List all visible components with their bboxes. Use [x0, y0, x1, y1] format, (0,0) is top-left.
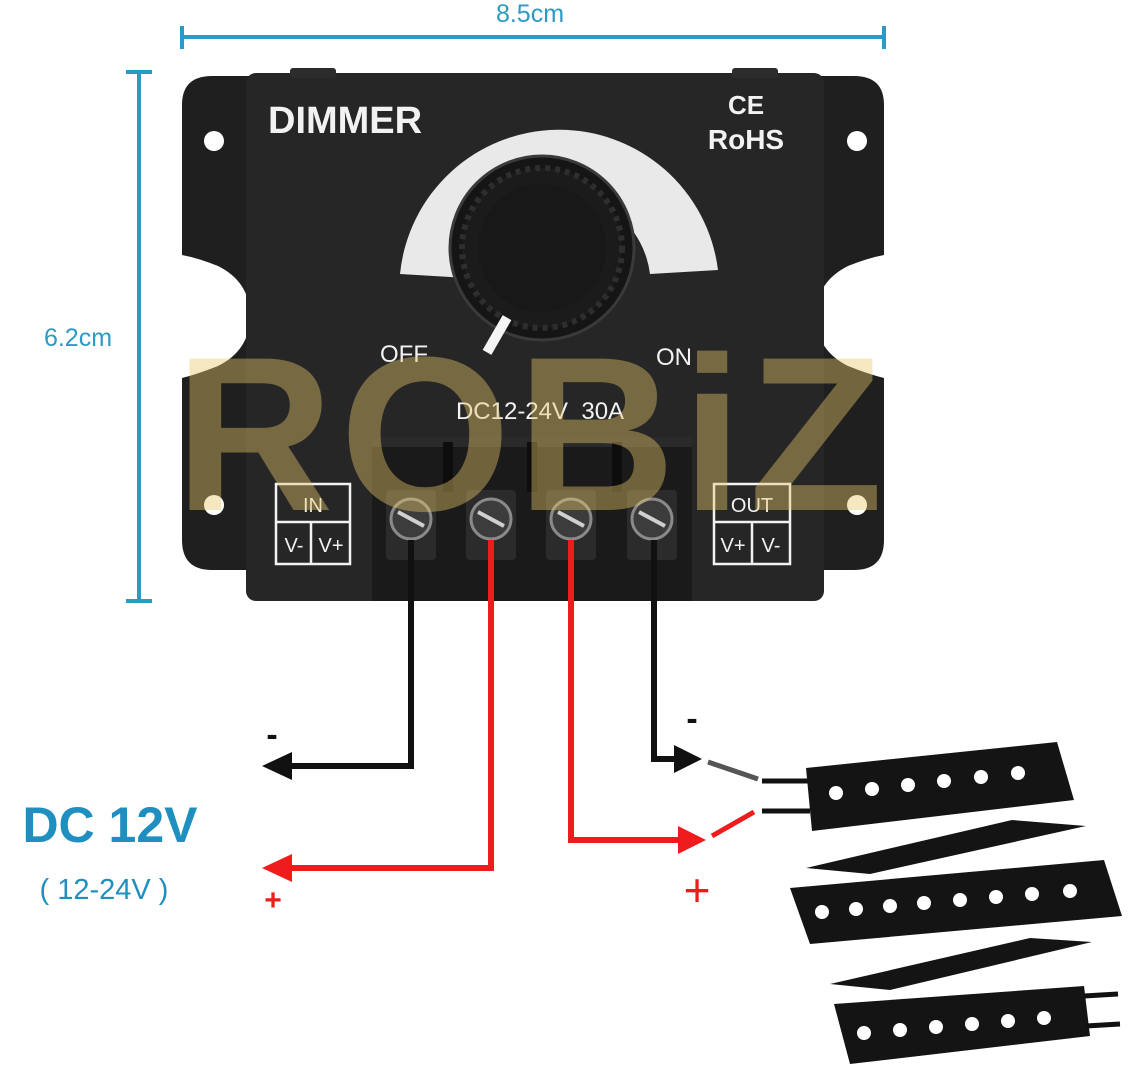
watermark: ROBiZ [175, 311, 889, 557]
output-terminal-label: OUT V+ V- [712, 482, 792, 566]
terminal-screw-in-minus[interactable] [386, 490, 436, 560]
output-plus-symbol: + [684, 864, 711, 916]
mount-hole-bottom-left [204, 495, 224, 515]
input-minus-wire [262, 540, 414, 780]
supply-range: ( 12-24V ) [40, 874, 169, 906]
strip-connector-2 [830, 938, 1092, 990]
mount-hole-bottom-right [847, 495, 867, 515]
input-terminal-label: IN V- V+ [274, 482, 352, 566]
device-rating: DC12-24V 30A [456, 398, 624, 425]
strip-connector-1 [806, 820, 1086, 874]
supply-minus-symbol: - [266, 716, 277, 754]
terminal-screw-out-minus[interactable] [627, 490, 677, 560]
led-strip-2 [790, 860, 1122, 944]
mount-hole-top-left [204, 131, 224, 151]
mount-hole-top-right [847, 131, 867, 151]
input-block-minus: V- [285, 535, 304, 557]
rohs-mark: RoHS [708, 124, 784, 155]
ce-mark: CE [728, 90, 764, 120]
output-block-minus: V- [762, 535, 781, 557]
supply-plus-symbol: + [264, 884, 282, 917]
device-title: DIMMER [268, 100, 422, 142]
output-minus-symbol: - [686, 700, 697, 738]
led-strip-1 [707, 742, 1074, 839]
knob-on-label: ON [656, 344, 692, 371]
width-label: 8.5cm [496, 0, 564, 28]
output-minus-wire [651, 540, 702, 773]
led-strip-3 [834, 986, 1121, 1064]
input-block-plus: V+ [318, 535, 343, 557]
output-plus-wire [568, 540, 706, 854]
terminal-screw-in-plus[interactable] [466, 490, 516, 560]
supply-title: DC 12V [22, 797, 198, 853]
dimmer-device: DIMMER CE RoHS OFF ON DC12-24V 30A [182, 68, 884, 601]
input-plus-wire [262, 540, 494, 882]
knob-scale-arc [400, 129, 718, 278]
height-dimension: 6.2cm [44, 70, 152, 603]
output-block-title: OUT [731, 495, 773, 517]
terminal-screw-out-plus[interactable] [546, 490, 596, 560]
input-block-title: IN [303, 495, 323, 517]
knob-indicator [482, 315, 512, 355]
knob-off-label: OFF [380, 341, 428, 368]
dimmer-knob[interactable] [448, 154, 636, 342]
height-label: 6.2cm [44, 324, 112, 352]
output-block-plus: V+ [720, 535, 745, 557]
width-dimension: 8.5cm [180, 0, 886, 49]
